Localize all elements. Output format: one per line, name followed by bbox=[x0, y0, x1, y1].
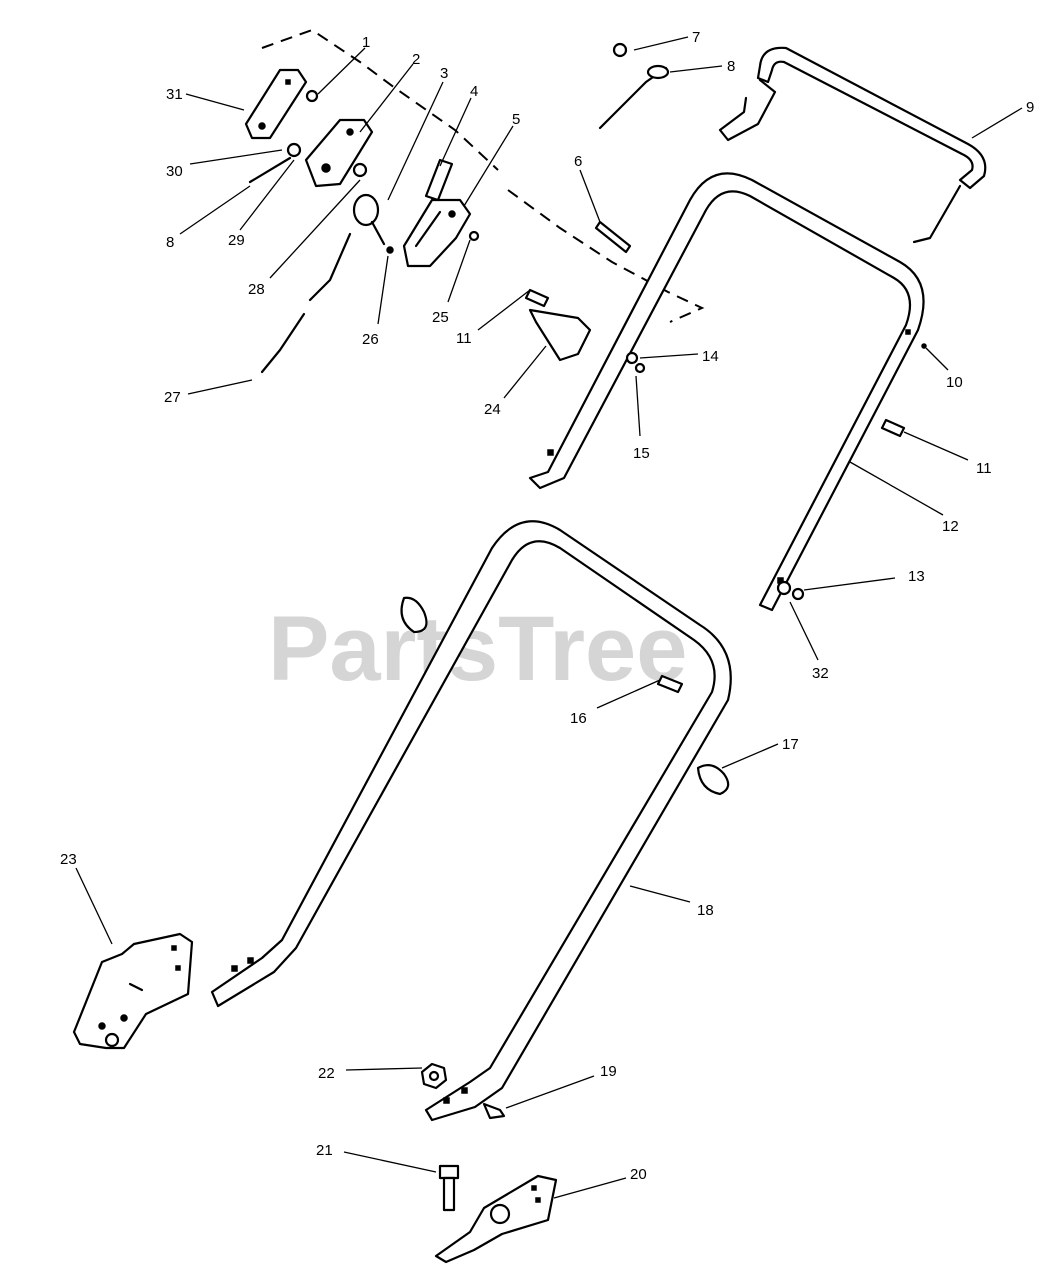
control-cover[interactable] bbox=[244, 68, 308, 140]
callout-25: 25 bbox=[432, 309, 449, 326]
assembly-guide-lines bbox=[261, 28, 705, 323]
control-knob[interactable] bbox=[352, 193, 386, 246]
callout-4: 4 bbox=[470, 83, 478, 100]
callout-9: 9 bbox=[1026, 99, 1034, 116]
callout-23: 23 bbox=[60, 851, 77, 868]
callout-8-upper: 8 bbox=[727, 58, 735, 75]
callout-8-lower: 8 bbox=[166, 234, 174, 251]
control-cable[interactable] bbox=[260, 232, 352, 374]
callout-2: 2 bbox=[412, 51, 420, 68]
control-housing-5[interactable] bbox=[402, 198, 472, 268]
callout-6: 6 bbox=[574, 153, 582, 170]
callout-labels: 1 2 3 4 5 6 7 8 8 9 10 11 11 12 13 14 15… bbox=[60, 29, 1034, 1183]
callout-10: 10 bbox=[946, 374, 963, 391]
callout-21: 21 bbox=[316, 1142, 333, 1159]
mounting-bracket-bottom[interactable] bbox=[434, 1174, 558, 1264]
callout-13: 13 bbox=[908, 568, 925, 585]
callout-7: 7 bbox=[692, 29, 700, 46]
callout-11-left: 11 bbox=[456, 330, 472, 347]
lower-handle[interactable] bbox=[210, 520, 732, 1122]
spacer-4[interactable] bbox=[424, 158, 454, 202]
small-hardware-right[interactable] bbox=[524, 42, 927, 694]
callout-29: 29 bbox=[228, 232, 245, 249]
cable-ties[interactable] bbox=[400, 596, 730, 796]
callout-17: 17 bbox=[782, 736, 799, 753]
bail-cable[interactable] bbox=[598, 64, 670, 130]
callout-20: 20 bbox=[630, 1166, 647, 1183]
callout-31: 31 bbox=[166, 86, 183, 103]
callout-12: 12 bbox=[942, 518, 959, 535]
callout-24: 24 bbox=[484, 401, 501, 418]
mounting-bracket-left[interactable] bbox=[72, 932, 194, 1050]
callout-16: 16 bbox=[570, 710, 587, 727]
small-hardware-top[interactable] bbox=[248, 89, 480, 254]
callout-32: 32 bbox=[812, 665, 829, 682]
control-housing-2[interactable] bbox=[304, 118, 374, 188]
callout-14: 14 bbox=[702, 348, 719, 365]
callout-28: 28 bbox=[248, 281, 265, 298]
leader-lines bbox=[75, 36, 1023, 1199]
callout-27: 27 bbox=[164, 389, 181, 406]
callout-26: 26 bbox=[362, 331, 379, 348]
callout-11-right: 11 bbox=[976, 460, 992, 477]
control-bail[interactable] bbox=[718, 46, 987, 244]
callout-1: 1 bbox=[362, 34, 370, 51]
callout-19: 19 bbox=[600, 1063, 617, 1080]
callout-3: 3 bbox=[440, 65, 448, 82]
callout-30: 30 bbox=[166, 163, 183, 180]
callout-15: 15 bbox=[633, 445, 650, 462]
callout-5: 5 bbox=[512, 111, 520, 128]
upper-handle[interactable] bbox=[528, 172, 925, 612]
cable-bracket[interactable] bbox=[528, 308, 592, 362]
callout-22: 22 bbox=[318, 1065, 335, 1082]
callout-18: 18 bbox=[697, 902, 714, 919]
bottom-hardware[interactable] bbox=[420, 1062, 506, 1212]
